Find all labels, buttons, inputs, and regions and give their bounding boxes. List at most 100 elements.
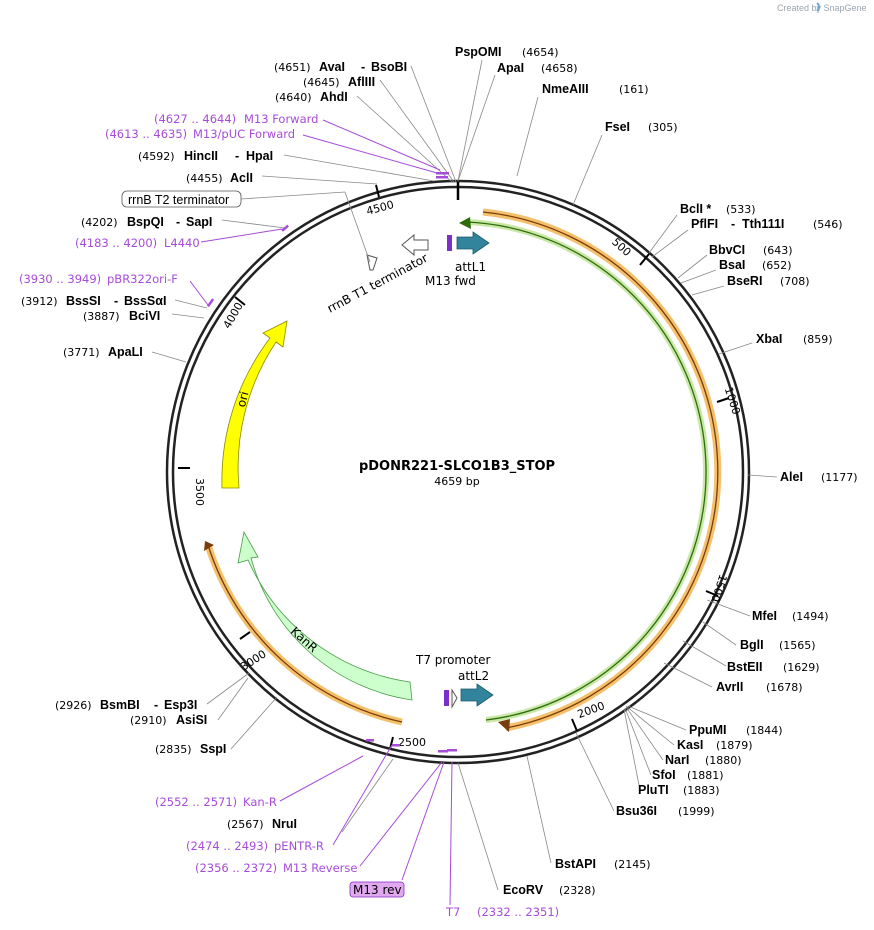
enzyme-AleI[interactable]: AleI	[780, 470, 803, 484]
enzyme-BglI[interactable]: BglI	[740, 638, 764, 652]
enzyme-KasI[interactable]: KasI	[677, 738, 703, 752]
enzyme-PspOMI[interactable]: PspOMI	[455, 45, 502, 59]
enzyme-pos: (2926)	[55, 699, 92, 712]
enzyme-NarI[interactable]: NarI	[665, 753, 689, 767]
m13fwd-label: M13 fwd	[425, 274, 476, 288]
enzyme-pos: (2910)	[130, 714, 167, 727]
orf-orange-arrowhead	[498, 719, 510, 732]
enzyme-ApaI[interactable]: ApaI	[497, 61, 524, 75]
rrnb-t1-label: rrnB T1 terminator	[325, 251, 430, 316]
primer-M13-Reverse[interactable]: M13 Reverse	[283, 861, 357, 875]
enzyme-BstAPI[interactable]: BstAPI	[555, 857, 596, 871]
enzyme-pos: (3771)	[63, 346, 100, 359]
enzyme-pos: (4645)	[303, 76, 340, 89]
plasmid-length: 4659 bp	[434, 475, 479, 488]
attl1-label: attL1	[455, 260, 486, 274]
enzyme-ApaLI[interactable]: ApaLI	[108, 345, 143, 359]
enzyme-pos: (1844)	[746, 724, 783, 737]
ori-label: ori	[234, 390, 252, 409]
primer-pBR322ori-F[interactable]: pBR322ori-F	[107, 272, 178, 286]
enzyme-pos: (1177)	[821, 471, 858, 484]
enzyme-pos: (643)	[763, 244, 793, 257]
enzyme-PluTI[interactable]: PluTI	[638, 783, 669, 797]
enzyme-pos: (4455)	[186, 172, 223, 185]
enzyme-SapI[interactable]: SapI	[186, 215, 212, 229]
enzyme-sep: -	[731, 217, 735, 231]
enzyme-Bsu36I[interactable]: Bsu36I	[616, 804, 657, 818]
primer-marks	[206, 172, 457, 753]
enzyme-AflIII[interactable]: AflIII	[348, 75, 375, 89]
attl2-feature	[460, 683, 494, 707]
primer-L4440[interactable]: L4440	[164, 236, 200, 250]
enzyme-BssSaI[interactable]: BssSαI	[124, 294, 166, 308]
enzyme-pos: (4654)	[522, 46, 559, 59]
attl2-label: attL2	[458, 669, 489, 683]
m13-rev-box	[349, 881, 405, 898]
tick-label: 1500	[708, 573, 729, 604]
enzyme-BseRI[interactable]: BseRI	[727, 274, 762, 288]
enzyme-pos: (1880)	[705, 754, 742, 767]
enzyme-AclI[interactable]: AclI	[230, 171, 253, 185]
enzyme-PflFI[interactable]: PflFI	[691, 217, 718, 231]
primer-Kan-R[interactable]: Kan-R	[243, 795, 277, 809]
m13rev-label[interactable]: M13 rev	[353, 883, 402, 897]
primer-M13-pUC-Forward[interactable]: M13/pUC Forward	[193, 127, 295, 141]
primer-range: (4613 .. 4635)	[105, 127, 187, 141]
enzyme-BbvCI[interactable]: BbvCI	[709, 243, 745, 257]
enzyme-AhdI[interactable]: AhdI	[320, 90, 348, 104]
enzyme-AsiSI[interactable]: AsiSI	[176, 713, 207, 727]
enzyme-BstEII[interactable]: BstEII	[727, 660, 762, 674]
orf-green-arc-core	[465, 221, 707, 721]
primer-pENTR-R[interactable]: pENTR-R	[274, 839, 324, 853]
enzyme-pos: (3912)	[21, 295, 58, 308]
enzyme-BssSI[interactable]: BssSI	[66, 294, 101, 308]
enzyme-FseI[interactable]: FseI	[605, 120, 630, 134]
enzyme-pos: (2145)	[614, 858, 651, 871]
enzyme-sep: -	[114, 294, 118, 308]
enzyme-SspI[interactable]: SspI	[200, 742, 226, 756]
enzyme-Tth111I[interactable]: Tth111I	[742, 217, 784, 231]
enzyme-BciVI[interactable]: BciVI	[129, 309, 160, 323]
enzyme-BsoBI[interactable]: BsoBI	[371, 60, 407, 74]
enzyme-pos: (4202)	[81, 216, 118, 229]
enzyme-EcoRV[interactable]: EcoRV	[503, 883, 544, 897]
m13-rev-feature	[444, 690, 449, 706]
enzyme-pos: (4640)	[275, 91, 312, 104]
enzyme-NruI[interactable]: NruI	[272, 817, 297, 831]
enzyme-HpaI[interactable]: HpaI	[246, 149, 273, 163]
enzyme-pos: (4651)	[274, 61, 311, 74]
tick-label: 4000	[221, 300, 246, 331]
enzyme-BspQI[interactable]: BspQI	[127, 215, 164, 229]
enzyme-pos: (708)	[780, 275, 810, 288]
enzyme-pos: (546)	[813, 218, 843, 231]
primer-range: (4627 .. 4644)	[154, 112, 236, 126]
enzyme-pos: (1565)	[779, 639, 816, 652]
enzyme-pos: (1883)	[683, 784, 720, 797]
enzyme-BclI[interactable]: BclI *	[680, 202, 711, 216]
primer-range: (2552 .. 2571)	[155, 795, 237, 809]
enzyme-MfeI[interactable]: MfeI	[752, 609, 777, 623]
enzyme-PpuMI[interactable]: PpuMI	[689, 723, 727, 737]
enzyme-AvaI[interactable]: AvaI	[319, 60, 345, 74]
primer-range: (2474 .. 2493)	[186, 839, 268, 853]
primer-T7[interactable]: T7	[445, 905, 460, 919]
enzyme-BsmBI[interactable]: BsmBI	[100, 698, 140, 712]
enzyme-HincII[interactable]: HincII	[184, 149, 218, 163]
enzyme-Esp3I[interactable]: Esp3I	[164, 698, 197, 712]
enzyme-pos: (1881)	[687, 769, 724, 782]
ori-feature	[221, 320, 288, 489]
primer-connectors	[189, 119, 453, 906]
enzyme-pos: (3887)	[83, 310, 120, 323]
enzyme-pos: (161)	[619, 83, 649, 96]
primer-M13-Forward[interactable]: M13 Forward	[244, 112, 318, 126]
tick-label: 2500	[398, 736, 426, 749]
snapgene-logo-icon	[816, 2, 820, 12]
enzyme-AvrII[interactable]: AvrII	[716, 680, 743, 694]
tick-label: 1000	[722, 386, 743, 417]
enzyme-BsaI[interactable]: BsaI	[719, 258, 745, 272]
enzyme-XbaI[interactable]: XbaI	[756, 332, 782, 346]
enzyme-NmeAIII[interactable]: NmeAIII	[542, 82, 589, 96]
enzyme-SfoI[interactable]: SfoI	[652, 768, 676, 782]
enzyme-pos: (533)	[726, 203, 756, 216]
